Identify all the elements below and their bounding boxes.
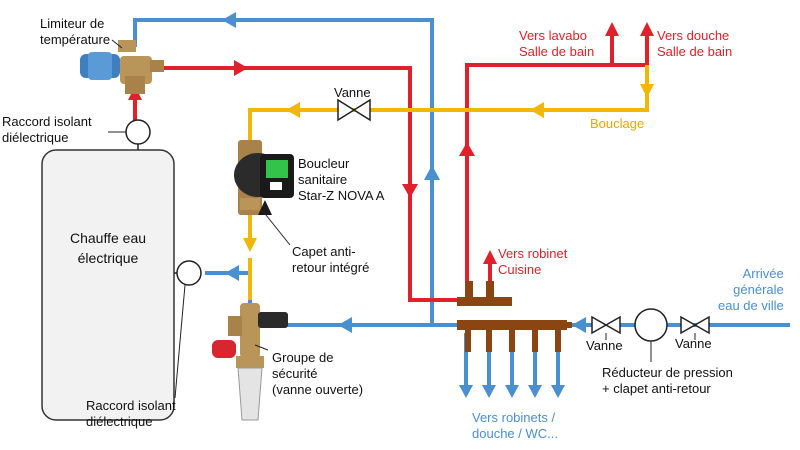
hot-water-pipes (133, 30, 649, 302)
valve-loop-label: Vanne (334, 85, 371, 100)
pressure-reducer-label: Réducteur de pression + clapet anti-reto… (602, 365, 733, 396)
to-sink-label: Vers lavabo Salle de bain (519, 28, 595, 59)
valve-left (591, 315, 621, 335)
loop-label: Bouclage (590, 116, 645, 131)
to-kitchen-label: Vers robinet Cuisine (498, 246, 568, 277)
outlets-label: Vers robinets / douche / WC... (472, 410, 558, 441)
to-shower-label: Vers douche Salle de bain (657, 28, 733, 59)
temperature-limiter-label: Limiteur de température (40, 16, 111, 47)
water-heater-tank (41, 149, 175, 421)
cold-collector (457, 320, 572, 352)
pressure-reducer (634, 308, 668, 342)
valve-right-label: Vanne (675, 336, 712, 351)
circulator-label: Boucleur sanitaire Star-Z NOVA A (298, 156, 385, 203)
valve-loop (337, 98, 371, 122)
cold-flow-arrows (222, 12, 586, 398)
water-heater-label: Chauffe eau électrique (69, 230, 147, 266)
insulating-union-bottom-label: Raccord isolant diélectrique (86, 398, 176, 429)
hot-collector (457, 281, 512, 306)
valve-right (680, 315, 710, 335)
circulator-pump (234, 140, 294, 215)
loop-flow-arrows (243, 84, 654, 252)
temperature-limiter (80, 40, 164, 94)
valve-left-label: Vanne (586, 338, 623, 353)
insulating-union-side (176, 260, 202, 286)
safety-group-label: Groupe de sécurité (vanne ouverte) (272, 350, 364, 397)
leader-lines (108, 39, 696, 399)
hot-flow-arrows (128, 22, 654, 264)
safety-group (212, 303, 288, 421)
insulating-union-top (125, 119, 151, 145)
insulating-union-top-label: Raccord isolant diélectrique (2, 114, 92, 145)
check-valve-label: Capet anti- retour intégré (292, 244, 370, 275)
supply-label: Arrivée générale eau de ville (718, 266, 784, 313)
